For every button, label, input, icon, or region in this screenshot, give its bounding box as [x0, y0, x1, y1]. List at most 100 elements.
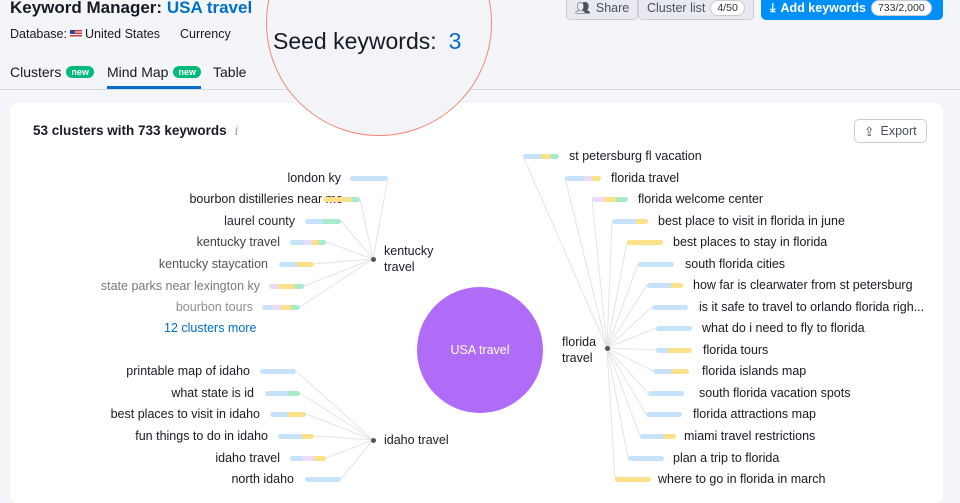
- cluster-node[interactable]: [371, 257, 376, 262]
- export-button[interactable]: ⇪Export: [854, 119, 927, 143]
- clusters-summary: 53 clusters with 733 keywords: [33, 123, 227, 138]
- keyword-item[interactable]: laurel county: [224, 214, 295, 228]
- connector-line: [299, 392, 374, 441]
- keyword-intent-bar: [350, 176, 388, 181]
- keyword-intent-bar: [653, 369, 689, 374]
- keyword-item[interactable]: printable map of idaho: [126, 364, 250, 378]
- keyword-item[interactable]: north idaho: [231, 472, 294, 486]
- connector-line: [295, 370, 374, 441]
- connector-line: [299, 258, 374, 308]
- database-value: United States: [84, 27, 161, 41]
- keyword-item[interactable]: kentucky staycation: [158, 257, 268, 271]
- seed-keywords-count: 3: [448, 28, 462, 54]
- keyword-item[interactable]: what state is id: [171, 386, 254, 400]
- keyword-item[interactable]: london ky: [287, 171, 341, 185]
- database-label: Database:: [10, 27, 67, 41]
- add-keywords-label: Add keywords: [780, 1, 866, 15]
- connector-line: [606, 347, 657, 351]
- add-keywords-button[interactable]: ⤓ Add keywords 733/2,000: [761, 0, 943, 20]
- hub-node[interactable]: USA travel: [417, 287, 543, 413]
- keyword-intent-bar: [269, 284, 304, 289]
- page-title: Keyword Manager: USA travel: [10, 0, 252, 18]
- keyword-intent-bar: [640, 434, 676, 439]
- keyword-item[interactable]: miami travel restrictions: [684, 429, 816, 443]
- keyword-item[interactable]: florida welcome center: [638, 192, 764, 206]
- cluster-label[interactable]: idaho travel: [384, 433, 449, 447]
- keyword-intent-bar: [290, 456, 326, 461]
- database-info[interactable]: Database: United States: [10, 27, 160, 41]
- keyword-item[interactable]: idaho travel: [215, 451, 280, 465]
- keyword-intent-bar: [627, 240, 663, 245]
- keyword-intent-bar: [652, 305, 688, 310]
- keyword-intent-bar: [612, 219, 648, 224]
- keyword-item[interactable]: how far is clearwater from st petersburg: [693, 278, 913, 292]
- keyword-intent-bar: [305, 219, 341, 224]
- keyword-intent-bar: [656, 348, 692, 353]
- keyword-intent-bar: [523, 154, 559, 159]
- connector-line: [359, 198, 374, 260]
- keyword-item[interactable]: state parks near lexington ky: [100, 279, 260, 293]
- keyword-item[interactable]: best places to visit in idaho: [110, 407, 260, 421]
- keyword-count: 733/2,000: [870, 0, 932, 16]
- project-name[interactable]: USA travel: [166, 0, 253, 17]
- keyword-intent-bar: [615, 477, 651, 482]
- keyword-intent-bar: [647, 283, 683, 288]
- keyword-item[interactable]: florida islands map: [702, 364, 807, 378]
- keyword-item[interactable]: south florida cities: [685, 257, 786, 271]
- keyword-item[interactable]: kentucky travel: [196, 235, 280, 249]
- connector-line: [606, 263, 639, 349]
- keyword-item[interactable]: florida travel: [611, 171, 680, 185]
- keyword-item[interactable]: fun things to do in idaho: [135, 429, 268, 443]
- currency-label[interactable]: Currency: [180, 27, 231, 41]
- connector-line: [606, 241, 628, 349]
- cluster-node[interactable]: [605, 346, 610, 351]
- cluster-label[interactable]: florida travel: [562, 335, 597, 365]
- keyword-item[interactable]: florida attractions map: [693, 407, 816, 421]
- more-clusters-link[interactable]: 12 clusters more: [164, 321, 257, 335]
- connector-line: [606, 220, 613, 349]
- new-badge: new: [173, 66, 201, 78]
- cluster-list-label: Cluster list: [647, 1, 706, 15]
- tab-label: Table: [213, 64, 247, 80]
- connector-line: [325, 241, 374, 260]
- seed-keywords: Seed keywords: 3: [273, 28, 461, 55]
- connector-line: [606, 347, 641, 437]
- keyword-item[interactable]: best places to stay in florida: [673, 235, 828, 249]
- keyword-intent-bar: [638, 262, 674, 267]
- keyword-intent-bar: [628, 456, 664, 461]
- keyword-item[interactable]: best place to visit in florida in june: [658, 214, 845, 228]
- connector-line: [606, 284, 648, 349]
- connector-line: [564, 177, 608, 349]
- share-button[interactable]: 👥︎Share: [566, 0, 639, 20]
- title-prefix: Keyword Manager:: [10, 0, 163, 17]
- keyword-item[interactable]: where to go in florida in march: [658, 472, 826, 486]
- connector-line: [305, 413, 374, 441]
- download-icon: ⤓: [770, 0, 776, 15]
- keyword-item[interactable]: what do i need to fly to florida: [702, 321, 865, 335]
- tab-table[interactable]: Table: [213, 64, 246, 80]
- keyword-item[interactable]: bourbon tours: [175, 300, 253, 314]
- keyword-item[interactable]: plan a trip to florida: [673, 451, 780, 465]
- keyword-item[interactable]: south florida vacation spots: [699, 386, 851, 400]
- connector-line: [606, 347, 616, 480]
- keyword-intent-bar: [656, 326, 692, 331]
- card-title: 53 clusters with 733 keywords i: [33, 123, 238, 138]
- seed-keywords-label: Seed keywords:: [273, 28, 437, 54]
- keyword-item[interactable]: st petersburg fl vacation: [569, 149, 702, 163]
- cluster-label[interactable]: kentucky travel: [384, 244, 434, 274]
- keyword-item[interactable]: florida tours: [703, 343, 769, 357]
- keyword-item[interactable]: is it safe to travel to orlando florida …: [699, 300, 925, 314]
- info-icon[interactable]: i: [234, 124, 239, 138]
- keyword-intent-bar: [646, 412, 682, 417]
- us-flag-icon: [69, 30, 82, 38]
- keyword-item[interactable]: bourbon distilleries near me: [189, 192, 343, 206]
- connector-line: [606, 347, 647, 415]
- keyword-intent-bar: [565, 176, 601, 181]
- connector-line: [325, 439, 374, 459]
- cluster-node[interactable]: [371, 438, 376, 443]
- connector-line: [522, 155, 608, 349]
- connector-line: [606, 347, 649, 394]
